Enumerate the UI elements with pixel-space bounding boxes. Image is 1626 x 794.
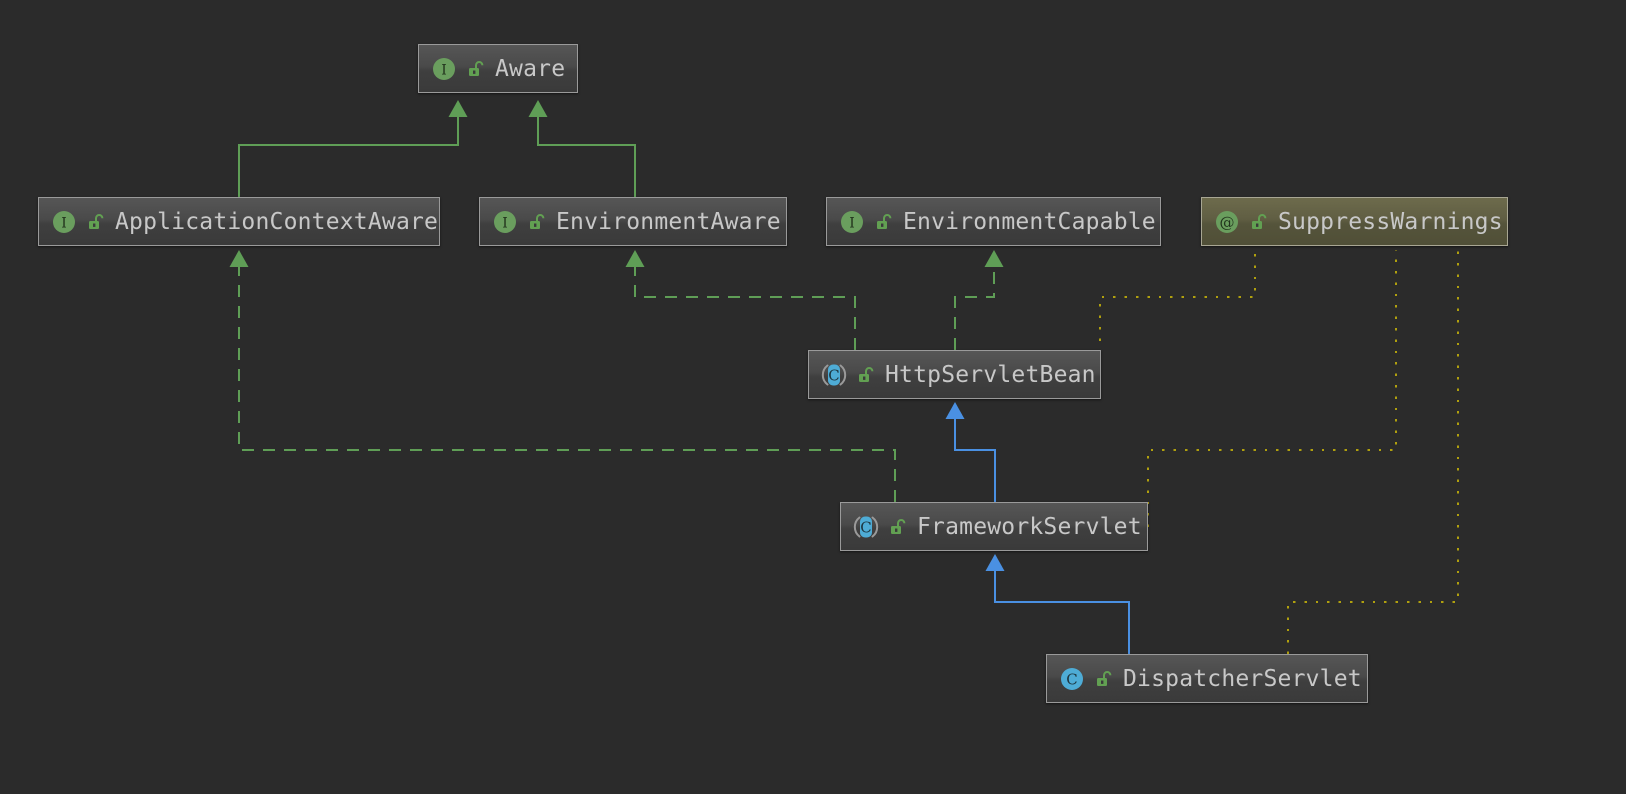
class-node-label: EnvironmentAware [556,208,781,235]
edge-framework-servlet-annotated-suppress-warnings [1146,250,1398,527]
class-node-application-context-aware[interactable]: I ApplicationContextAware [38,197,440,246]
edge-dispatcher-servlet-extends-framework-servlet [985,554,1130,654]
class-node-environment-aware[interactable]: I EnvironmentAware [479,197,787,246]
interface-icon: I [51,209,77,235]
class-node-label: SuppressWarnings [1278,208,1503,235]
unlocked-padlock-icon [855,365,875,385]
svg-text:C: C [828,366,839,384]
unlocked-padlock-icon [1248,212,1268,232]
svg-text:I: I [502,215,508,231]
class-node-label: FrameworkServlet [917,513,1142,540]
svg-text:@: @ [1220,213,1235,231]
annotation-icon: @ [1214,209,1240,235]
unlocked-padlock-icon [887,517,907,537]
interface-icon: I [431,56,457,82]
edge-framework-servlet-extends-http-servlet-bean [945,402,996,502]
class-node-label: DispatcherServlet [1123,665,1362,692]
svg-text:C: C [1066,670,1077,688]
abstract-class-icon: C [853,514,879,540]
edge-http-servlet-bean-implements-environment-capable [954,250,1004,350]
svg-text:I: I [61,215,67,231]
edge-http-servlet-bean-implements-environment-aware [625,250,856,350]
svg-text:C: C [860,518,871,536]
class-node-label: Aware [495,55,566,82]
unlocked-padlock-icon [85,212,105,232]
unlocked-padlock-icon [526,212,546,232]
edge-environment-aware-extends-aware [528,100,636,197]
class-node-environment-capable[interactable]: I EnvironmentCapable [826,197,1161,246]
class-node-dispatcher-servlet[interactable]: C DispatcherServlet [1046,654,1368,703]
class-icon: C [1059,666,1085,692]
edge-framework-servlet-implements-application-context-aware [229,250,896,502]
abstract-class-icon: C [821,362,847,388]
svg-text:I: I [441,62,447,78]
class-node-label: HttpServletBean [885,361,1096,388]
edge-app-ctx-aware-extends-aware [238,100,468,197]
class-node-http-servlet-bean[interactable]: C HttpServletBean [808,350,1101,399]
interface-icon: I [839,209,865,235]
class-node-framework-servlet[interactable]: C FrameworkServlet [840,502,1148,551]
edge-dispatcher-servlet-annotated-suppress-warnings [1286,250,1460,654]
unlocked-padlock-icon [1093,669,1113,689]
edge-http-servlet-bean-annotated-suppress-warnings [1098,250,1257,375]
class-node-label: EnvironmentCapable [903,208,1156,235]
unlocked-padlock-icon [873,212,893,232]
class-node-label: ApplicationContextAware [115,208,439,235]
unlocked-padlock-icon [465,59,485,79]
class-node-aware[interactable]: I Aware [418,44,578,93]
class-node-suppress-warnings[interactable]: @ SuppressWarnings [1201,197,1508,246]
interface-icon: I [492,209,518,235]
svg-text:I: I [849,215,855,231]
